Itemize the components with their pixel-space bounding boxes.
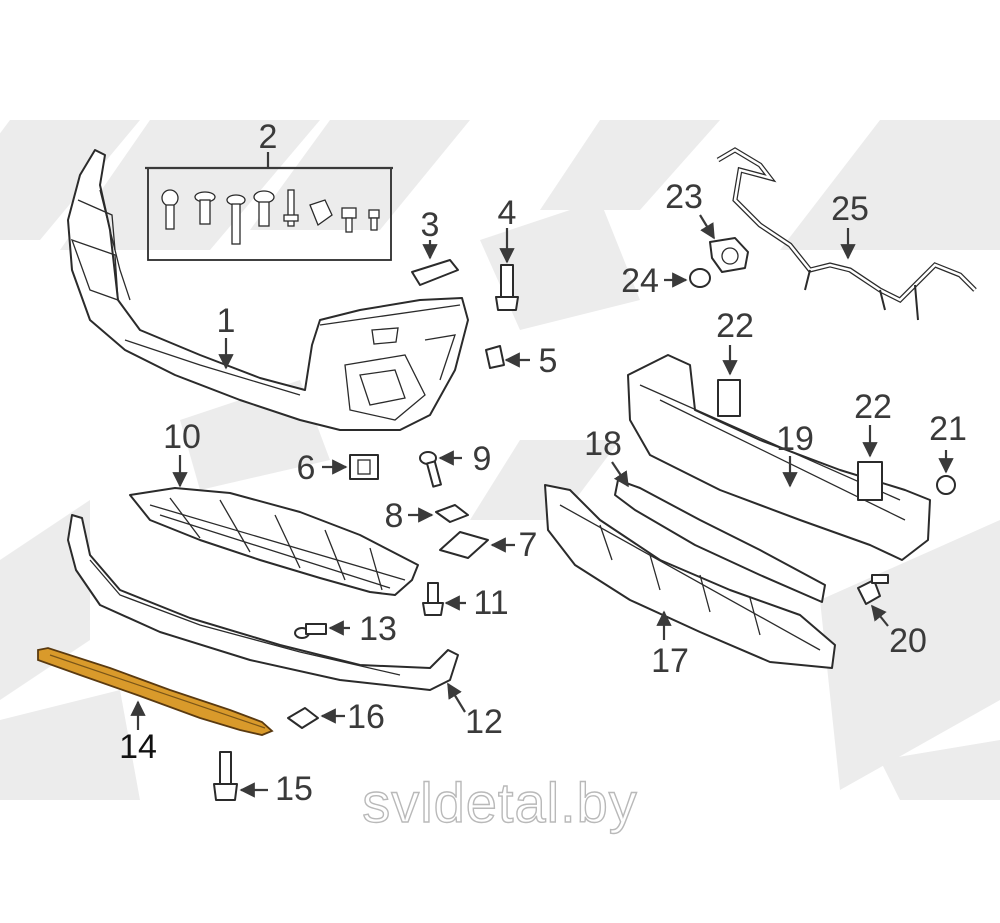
bolt-part-11: [422, 582, 466, 616]
bumper-cover-part-1: [67, 149, 469, 431]
clip-part-16: [287, 707, 345, 729]
callout-14: 14: [119, 728, 157, 766]
bolt-part-4: [495, 228, 519, 311]
callout-3: 3: [421, 206, 440, 244]
sensor-holder-part-22b: [857, 425, 883, 501]
callout-2: 2: [259, 118, 278, 156]
clip-part-6: [322, 454, 379, 480]
trim-strip-part-14: [37, 647, 274, 736]
reinforcement-part-18: [611, 461, 826, 603]
washer-part-21: [936, 450, 956, 495]
watermark-text: svldetal.by: [362, 771, 638, 834]
callout-11: 11: [473, 584, 508, 622]
callout-20: 20: [889, 622, 927, 660]
callout-9: 9: [473, 440, 492, 478]
watermark-stripes: [0, 120, 1000, 800]
callout-16: 16: [347, 698, 385, 736]
callout-21: 21: [929, 410, 967, 448]
callout-1: 1: [217, 302, 236, 340]
trim-part-3: [411, 240, 459, 286]
absorber-part-17: [544, 484, 836, 669]
wiring-harness-part-25: [716, 147, 977, 321]
fastener-kit-part-2: [145, 152, 393, 261]
cap-part-7: [439, 531, 515, 559]
bolt-part-15: [213, 751, 268, 801]
callout-22b: 22: [854, 388, 892, 426]
clip-part-5: [485, 345, 530, 369]
spoiler-part-12: [67, 514, 466, 713]
callout-labels: 1 2 3 4 5 6 7 8 9 10 11 12 13 14 15 16 1…: [119, 118, 967, 808]
sensor-ring-part-24: [664, 268, 711, 288]
callout-13: 13: [359, 610, 397, 648]
callout-22a: 22: [716, 307, 754, 345]
screw-part-13: [294, 620, 350, 639]
callout-18: 18: [584, 425, 622, 463]
bracket-part-8: [408, 504, 469, 523]
callout-5: 5: [539, 342, 558, 380]
callout-6: 6: [297, 449, 316, 487]
shield-part-10: [129, 455, 419, 596]
callout-24: 24: [621, 262, 659, 300]
callout-8: 8: [385, 497, 404, 535]
callout-10: 10: [163, 418, 201, 456]
screw-part-9: [419, 450, 462, 488]
callout-23: 23: [665, 178, 703, 216]
callout-25: 25: [831, 190, 869, 228]
callout-15: 15: [275, 770, 313, 808]
sensor-holder-part-22a: [717, 345, 741, 417]
bolt-part-20: [857, 574, 889, 627]
callout-12: 12: [465, 703, 503, 741]
parking-sensor-part-23: [699, 214, 749, 273]
callout-7: 7: [519, 526, 538, 564]
callout-4: 4: [498, 194, 517, 232]
callout-19: 19: [776, 420, 814, 458]
callout-17: 17: [651, 642, 689, 680]
